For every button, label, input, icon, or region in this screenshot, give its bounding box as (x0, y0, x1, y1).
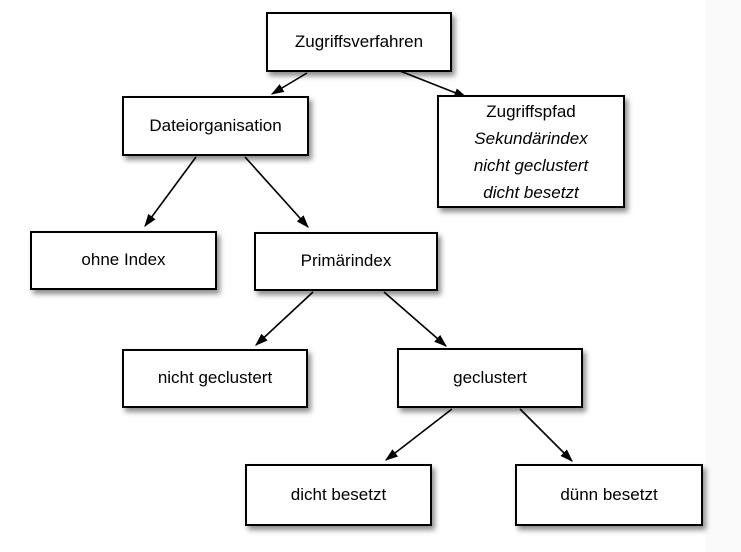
arrow-root-to-dateiorganisation (270, 72, 308, 95)
node-ohne-index: ohne Index (30, 231, 217, 290)
node-label-line4: dicht besetzt (483, 182, 579, 202)
node-label: geclustert (453, 367, 527, 387)
arrow-geclustert-to-duenn-besetzt (519, 408, 573, 462)
node-dateiorganisation: Dateiorganisation (122, 96, 309, 156)
page-edge-strip (705, 0, 741, 552)
node-primaerindex: Primärindex (254, 232, 438, 291)
arrow-primaerindex-to-nicht-geclustert (255, 291, 314, 346)
node-geclustert: geclustert (397, 348, 583, 408)
node-label: dicht besetzt (290, 484, 387, 504)
node-label-line2: Sekundärindex (474, 128, 588, 148)
node-label-line3: nicht geclustert (473, 155, 589, 175)
node-zugriffsverfahren: Zugriffsverfahren (266, 12, 452, 72)
node-dicht-besetzt: dicht besetzt (245, 464, 432, 526)
node-label: Primärindex (300, 251, 392, 271)
node-nicht-geclustert: nicht geclustert (122, 349, 308, 408)
arrow-root-to-zugriffspfad (399, 70, 468, 98)
node-duenn-besetzt: dünn besetzt (515, 464, 703, 526)
arrow-dateiorganisation-to-ohne-index (144, 156, 197, 228)
node-label: Dateiorganisation (149, 115, 282, 135)
arrow-geclustert-to-dicht-besetzt (384, 408, 453, 461)
node-label: Zugriffsverfahren (294, 31, 424, 51)
arrow-dateiorganisation-to-primaerindex (244, 156, 309, 228)
node-label: ohne Index (81, 250, 166, 270)
node-label: nicht geclustert (157, 368, 273, 388)
node-label-line1: Zugriffspfad (486, 101, 576, 121)
node-label: dünn besetzt (560, 484, 658, 504)
arrow-primaerindex-to-geclustert (383, 291, 447, 347)
node-zugriffspfad: Zugriffspfad Sekundärindex nicht geclust… (437, 95, 625, 208)
